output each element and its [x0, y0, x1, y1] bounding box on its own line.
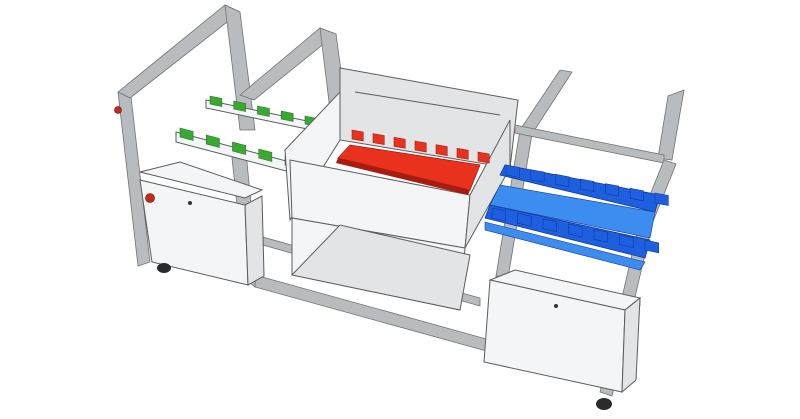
- left-cabinet-top: [139, 161, 264, 199]
- conveyor-slat: [542, 218, 557, 232]
- left-arch-top: [117, 4, 241, 99]
- red-conveyor: [336, 129, 490, 195]
- right-cabinet: [483, 269, 642, 410]
- conveyor-slat: [580, 178, 595, 192]
- conveyor-slat: [593, 228, 608, 243]
- left-arch-post-back: [224, 4, 256, 131]
- conveyor-slat: [393, 136, 406, 149]
- left-cabinet-front: [139, 179, 249, 286]
- conveyor-slat: [555, 173, 570, 188]
- conveyor-slat: [232, 141, 246, 155]
- conveyor-slat: [351, 129, 364, 142]
- indicator-light-icon: [114, 106, 122, 114]
- conveyor-slat: [435, 144, 448, 156]
- left-cabinet: [114, 106, 265, 286]
- right-arch-far-post: [657, 89, 685, 161]
- blue-conveyor-slats: [491, 164, 669, 254]
- red-conveyor-slats: [351, 129, 490, 164]
- center-enclosure: [284, 67, 519, 311]
- green-conveyor: [175, 95, 318, 173]
- conveyor-slat: [205, 134, 220, 148]
- conveyor-slat: [258, 148, 273, 162]
- conveyor-slat: [644, 239, 659, 254]
- blue-conveyor-bed-lower: [484, 221, 646, 271]
- conveyor-slat: [257, 105, 270, 117]
- conveyor-slat: [605, 183, 619, 197]
- conveyor-slat: [517, 212, 532, 227]
- center-box-floor: [291, 224, 471, 311]
- conveyor-slat: [414, 140, 427, 153]
- red-conveyor-belt: [337, 144, 481, 191]
- conveyor-slat: [280, 110, 294, 122]
- conveyor-slat: [654, 192, 669, 206]
- conveyor-slat: [530, 169, 545, 183]
- conveyor-slat: [477, 151, 490, 164]
- emergency-stop-button: [145, 193, 155, 203]
- conveyor-slat: [456, 147, 469, 160]
- blue-conveyor: [484, 164, 669, 271]
- right-arch-rail-top: [514, 124, 665, 164]
- caster-wheel-left-front: [157, 263, 171, 273]
- left-cabinet-side: [244, 195, 265, 286]
- conveyor-slat: [505, 164, 520, 178]
- caster-wheel-right-front: [596, 398, 612, 410]
- conveyor-slat: [372, 133, 385, 145]
- conveyor-slat: [179, 127, 194, 141]
- conveyor-slat: [619, 234, 634, 248]
- right-cabinet-lock-icon: [554, 304, 558, 308]
- left-arch-post-front: [117, 87, 151, 267]
- left-cabinet-lock-icon: [188, 201, 192, 205]
- red-conveyor-belt-edge: [336, 158, 470, 195]
- conveyor-slat: [233, 100, 246, 112]
- right-arch-mid-post: [519, 69, 573, 135]
- conveyor-slat: [568, 223, 583, 238]
- right-cabinet-side: [621, 296, 641, 394]
- conveyor-slat: [491, 207, 506, 222]
- conveyor-slat: [629, 187, 644, 202]
- conveyor-slat: [209, 95, 223, 107]
- blue-conveyor-bed: [489, 184, 656, 239]
- center-box-front-top-edge: [354, 91, 501, 116]
